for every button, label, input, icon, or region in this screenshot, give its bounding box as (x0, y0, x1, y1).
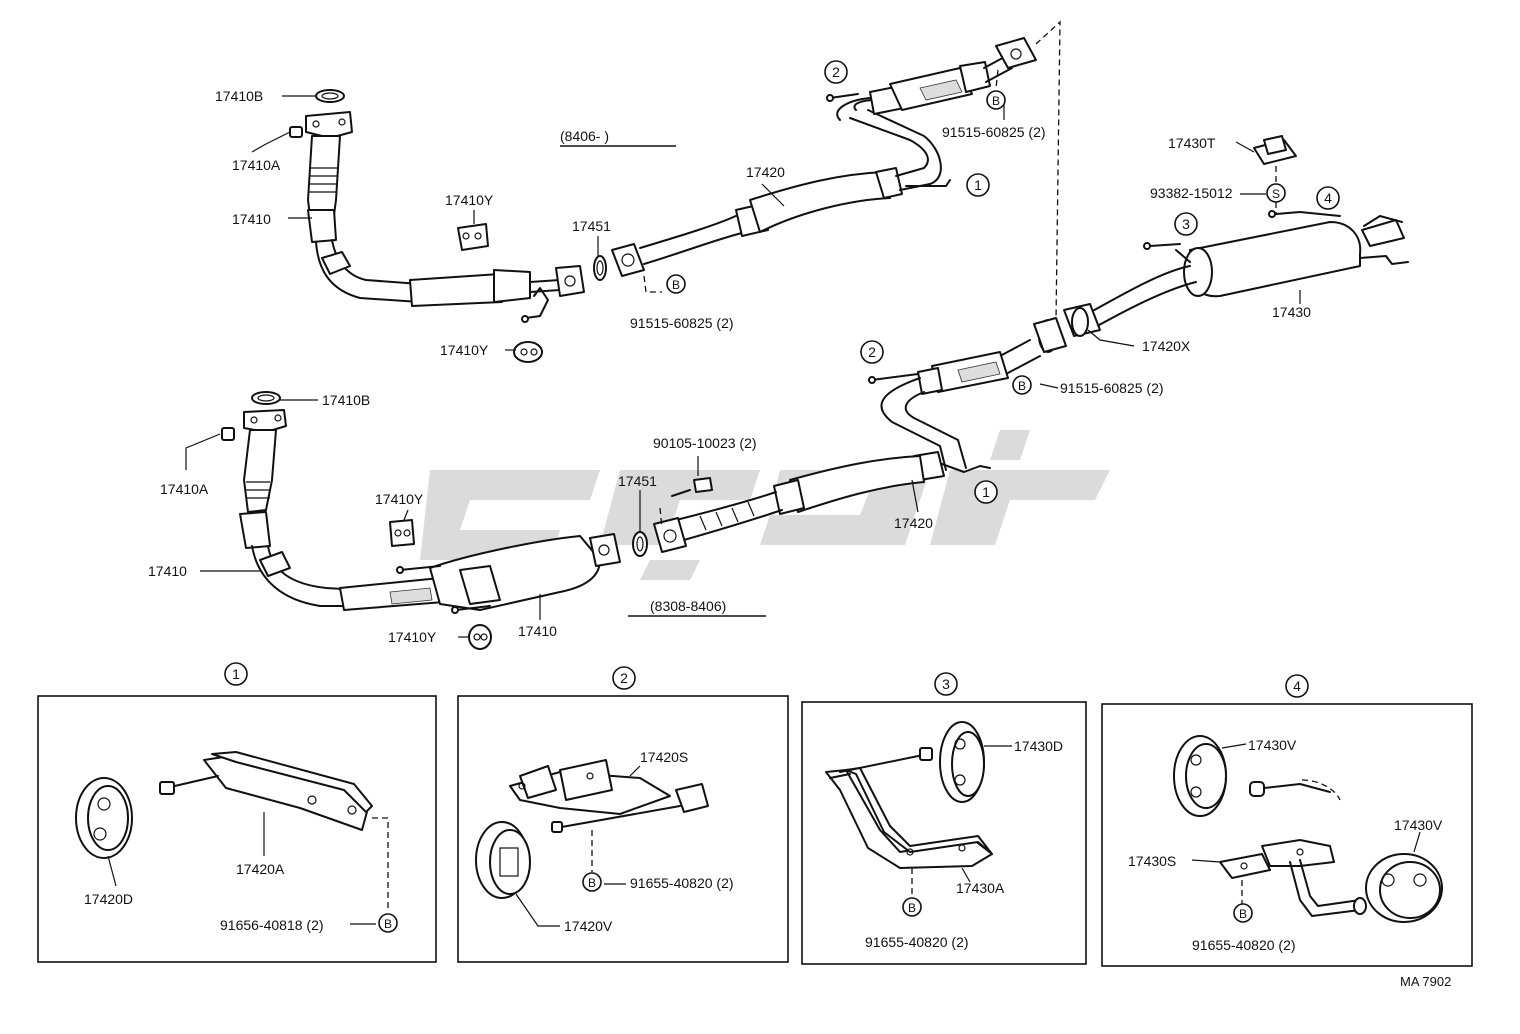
bolt-90105 (671, 477, 713, 497)
label-d3-17430A: 17430A (956, 880, 1005, 896)
detail-box-3: 3 B 17430D 17430A 91655-40820 (2) (801, 672, 1087, 965)
label-17410B-top: 17410B (215, 88, 263, 104)
gasket-17451-bottom (632, 531, 648, 557)
label-d2-17420V: 17420V (564, 918, 613, 934)
label-91515-top-a: 91515-60825 (2) (942, 124, 1046, 140)
svg-text:1: 1 (232, 666, 240, 682)
callout-3-top: 3 (1174, 212, 1198, 236)
front-pipe-assembly-bottom (221, 391, 621, 614)
gasket-17451-top (593, 255, 607, 281)
label-17410-bot-left: 17410 (148, 563, 187, 579)
svg-text:B: B (1239, 907, 1247, 921)
callout-bolt-mid: B (1012, 375, 1032, 395)
label-17410A-top: 17410A (232, 157, 281, 173)
label-d1-91656: 91656-40818 (2) (220, 917, 324, 933)
front-pipe-assembly-top (289, 89, 585, 323)
svg-text:2: 2 (832, 64, 840, 80)
mount-17430T (1253, 135, 1297, 165)
detail-box-2: 2 B 17420S 91655-40820 (2) 17420V (457, 666, 789, 963)
svg-text:B: B (672, 278, 680, 292)
hanger-17410Y-bot1 (389, 519, 415, 547)
label-range-top: (8406- ) (560, 128, 609, 144)
svg-text:B: B (908, 901, 916, 915)
svg-text:B: B (992, 94, 1000, 108)
hanger-17410Y-bot2 (468, 624, 492, 650)
label-90105: 90105-10023 (2) (653, 435, 757, 451)
label-17430T: 17430T (1168, 135, 1216, 151)
svg-text:3: 3 (942, 676, 950, 692)
svg-text:2: 2 (620, 670, 628, 686)
label-d4-17430V-b: 17430V (1394, 817, 1443, 833)
label-17410Y-bot2: 17410Y (388, 629, 437, 645)
callout-2-top: 2 (824, 60, 848, 84)
label-17410Y-bot1: 17410Y (375, 491, 424, 507)
svg-text:B: B (384, 917, 392, 931)
label-17410-top: 17410 (232, 211, 271, 227)
label-17430: 17430 (1272, 304, 1311, 320)
label-93382: 93382-15012 (1150, 185, 1233, 201)
label-17410A-bot: 17410A (160, 481, 209, 497)
label-d1-17420A: 17420A (236, 861, 285, 877)
label-17420-bot: 17420 (894, 515, 933, 531)
callout-1-top: 1 (966, 173, 990, 197)
svg-text:4: 4 (1293, 678, 1301, 694)
label-d4-17430S: 17430S (1128, 853, 1176, 869)
dashed-leader-top (1035, 20, 1061, 321)
hanger-17410Y-top1 (457, 223, 489, 251)
center-pipe-bottom (653, 317, 1067, 553)
callout-2-mid: 2 (860, 340, 884, 364)
rear-muffler (1063, 210, 1409, 337)
callout-4-top: 4 (1316, 186, 1340, 210)
callout-bolt-top-b: B (666, 274, 686, 294)
label-d4-91655: 91655-40820 (2) (1192, 937, 1296, 953)
label-17410Y-top1: 17410Y (445, 192, 494, 208)
label-17451-bot: 17451 (618, 473, 657, 489)
label-91515-mid: 91515-60825 (2) (1060, 380, 1164, 396)
label-91515-top-b: 91515-60825 (2) (630, 315, 734, 331)
label-d2-17420S: 17420S (640, 749, 688, 765)
label-17410Y-top2: 17410Y (440, 342, 489, 358)
center-pipe-top (611, 37, 1037, 277)
label-17420X: 17420X (1142, 338, 1191, 354)
catalog-code: MA 7902 (1400, 974, 1451, 989)
svg-text:1: 1 (974, 177, 982, 193)
hanger-17410Y-top2 (513, 341, 543, 363)
svg-text:2: 2 (868, 344, 876, 360)
callout-stud: S (1266, 183, 1286, 203)
svg-text:1: 1 (982, 484, 990, 500)
detail-box-4: 4 B 17430V 17430S 17430V 91655-40820 (2) (1101, 674, 1473, 967)
svg-text:B: B (1018, 379, 1026, 393)
label-d2-91655: 91655-40820 (2) (630, 875, 734, 891)
svg-text:S: S (1272, 187, 1280, 201)
label-d3-17430D: 17430D (1014, 738, 1063, 754)
part-labels: 17410B 17410A 17410 17410Y 17410Y 17451 … (148, 88, 1311, 645)
svg-text:3: 3 (1182, 216, 1190, 232)
label-d1-17420D: 17420D (84, 891, 133, 907)
label-17420-top: 17420 (746, 164, 785, 180)
callout-bolt-top-a: B (986, 90, 1006, 110)
label-d3-91655: 91655-40820 (2) (865, 934, 969, 950)
detail-box-1: 1 B 17420D 17420A 91656-40818 (2) (37, 662, 437, 963)
label-17410-bot-right: 17410 (518, 623, 557, 639)
label-17451-top: 17451 (572, 218, 611, 234)
svg-text:4: 4 (1324, 190, 1332, 206)
callout-1-mid: 1 (974, 480, 998, 504)
leader-lines (185, 95, 1301, 638)
label-17410B-bot: 17410B (322, 392, 370, 408)
svg-text:B: B (588, 876, 596, 890)
label-d4-17430V-a: 17430V (1248, 737, 1297, 753)
label-range-bot: (8308-8406) (650, 598, 726, 614)
